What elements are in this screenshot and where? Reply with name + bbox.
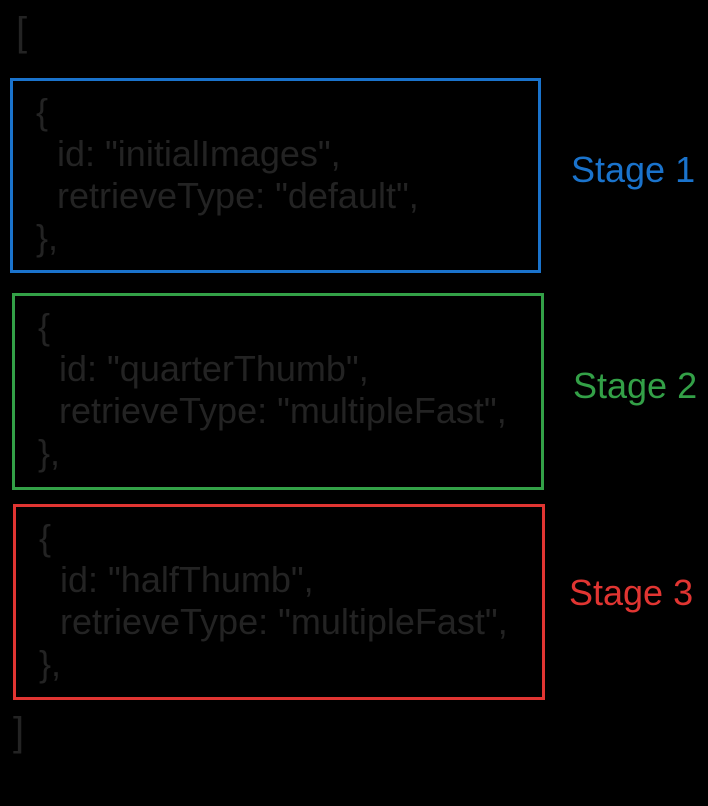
stage-1-open-brace-line: { [36,91,49,132]
stage-1-id-line: id: "initialImages", [57,133,341,174]
stage-2-box: { id: "quarterThumb", retrieveType: "mul… [12,293,544,490]
stage-2-id-line: id: "quarterThumb", [59,348,369,389]
stage-1-retrieve-type-line: retrieveType: "default", [57,175,419,216]
stage-3-close-brace-line: }, [39,643,62,684]
stage-2-retrieve-type-line: retrieveType: "multipleFast", [59,390,507,431]
stage-1-box: { id: "initialImages", retrieveType: "de… [10,78,541,273]
stage-3-label: Stage 3 [569,572,694,613]
array-close-bracket: ] [13,710,25,754]
stage-2-open-brace-line: { [38,306,51,347]
array-open-bracket: [ [16,10,28,54]
stage-3-open-brace-line: { [39,517,52,558]
stage-2-close-brace-line: }, [38,432,61,473]
stage-3-id-line: id: "halfThumb", [60,559,314,600]
stage-3-box: { id: "halfThumb", retrieveType: "multip… [13,504,545,700]
stage-2-label: Stage 2 [573,365,698,406]
stage-1-label: Stage 1 [571,149,696,190]
stage-3-retrieve-type-line: retrieveType: "multipleFast", [60,601,508,642]
stage-1-close-brace-line: }, [36,217,59,258]
